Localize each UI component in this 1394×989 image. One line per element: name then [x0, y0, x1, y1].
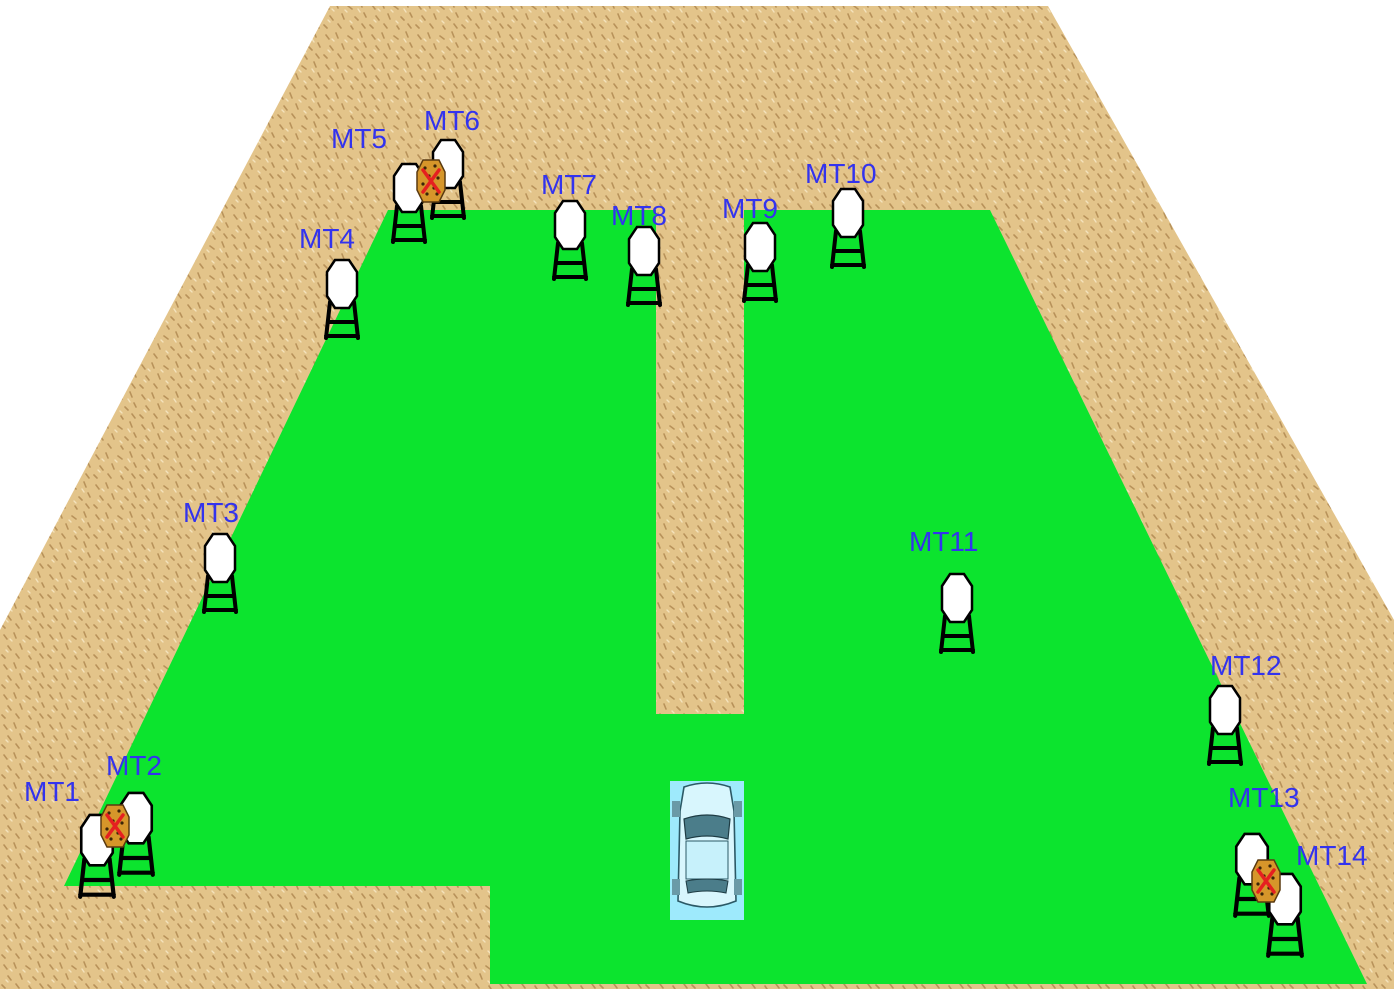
target-label: MT9 — [722, 193, 778, 224]
target-label: MT6 — [424, 105, 480, 136]
hit-target-icon — [417, 160, 445, 202]
target-label: MT13 — [1228, 782, 1300, 813]
target-label: MT2 — [106, 750, 162, 781]
hit-target-icon — [1252, 860, 1280, 902]
car-icon — [670, 781, 744, 920]
center-track — [656, 210, 744, 714]
target-label: MT14 — [1296, 840, 1368, 871]
target-label: MT10 — [805, 158, 877, 189]
target-label: MT1 — [24, 776, 80, 807]
target-label: MT4 — [299, 223, 355, 254]
target-label: MT8 — [611, 200, 667, 231]
target-label: MT11 — [909, 526, 979, 557]
target-label: MT7 — [541, 169, 597, 200]
sand-block — [0, 886, 490, 989]
target-label: MT5 — [331, 123, 387, 154]
target-label: MT12 — [1210, 650, 1282, 681]
hit-target-icon — [101, 805, 129, 847]
target-label: MT3 — [183, 497, 239, 528]
